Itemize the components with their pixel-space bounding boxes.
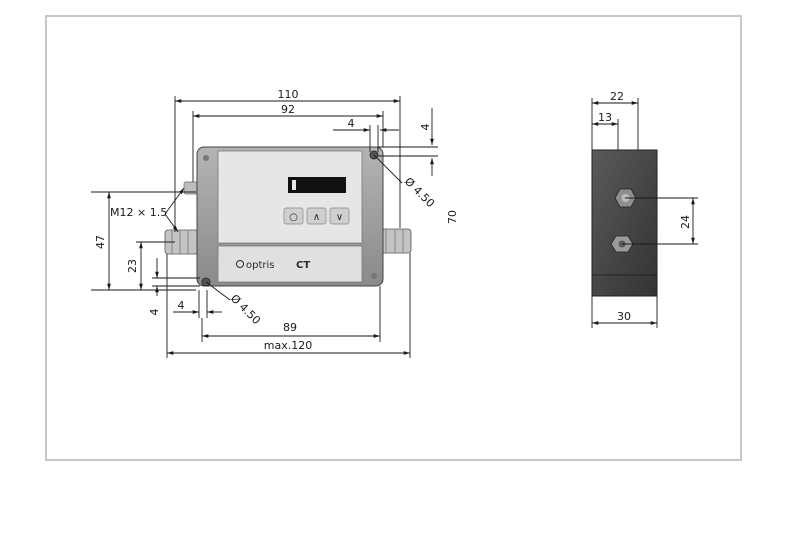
- dim-24: 24: [679, 215, 692, 229]
- side-block: [591, 149, 658, 297]
- dim-70: 70: [446, 210, 459, 224]
- dim-23: 23: [126, 259, 139, 273]
- dim-22: 22: [610, 90, 624, 103]
- label-panel: [217, 245, 363, 283]
- dim-thread: M12 × 1.5: [110, 206, 167, 219]
- dim-110: 110: [278, 88, 299, 101]
- dim-hole-bottom: Ø 4.50: [228, 292, 263, 327]
- model-name: CT: [296, 260, 310, 271]
- dim-92: 92: [281, 103, 295, 116]
- brand-logo-icon: [236, 260, 244, 268]
- key-mode-label: ○: [289, 212, 298, 223]
- dim-4-bottom: 4: [148, 309, 161, 316]
- key-mode[interactable]: ○: [283, 207, 304, 225]
- right-connector: [376, 228, 412, 254]
- screw-icon: [203, 155, 209, 161]
- dim-13: 13: [598, 111, 612, 124]
- key-down-label: ∨: [336, 212, 343, 223]
- front-panel: [217, 150, 363, 244]
- key-up-label: ∧: [313, 212, 320, 223]
- dim-4-right: 4: [419, 124, 432, 131]
- screw-icon: [371, 273, 377, 279]
- front-view: ○ ∧ ∨ optris CT: [164, 146, 412, 287]
- side-view: [591, 149, 658, 297]
- display: [288, 177, 346, 193]
- dim-4-top: 4: [348, 117, 355, 130]
- dim-4-left: 4: [178, 299, 185, 312]
- display-segment: [292, 180, 296, 190]
- dim-30: 30: [617, 310, 631, 323]
- side-dimensions: 22 13 24 30: [591, 90, 698, 328]
- dim-hole-top: Ø 4.50: [402, 175, 437, 210]
- dim-max120: max.120: [264, 339, 312, 352]
- brand-name: optris: [246, 260, 275, 271]
- key-down[interactable]: ∨: [329, 207, 350, 225]
- dim-89: 89: [283, 321, 297, 334]
- dim-47: 47: [94, 235, 107, 249]
- key-up[interactable]: ∧: [306, 207, 327, 225]
